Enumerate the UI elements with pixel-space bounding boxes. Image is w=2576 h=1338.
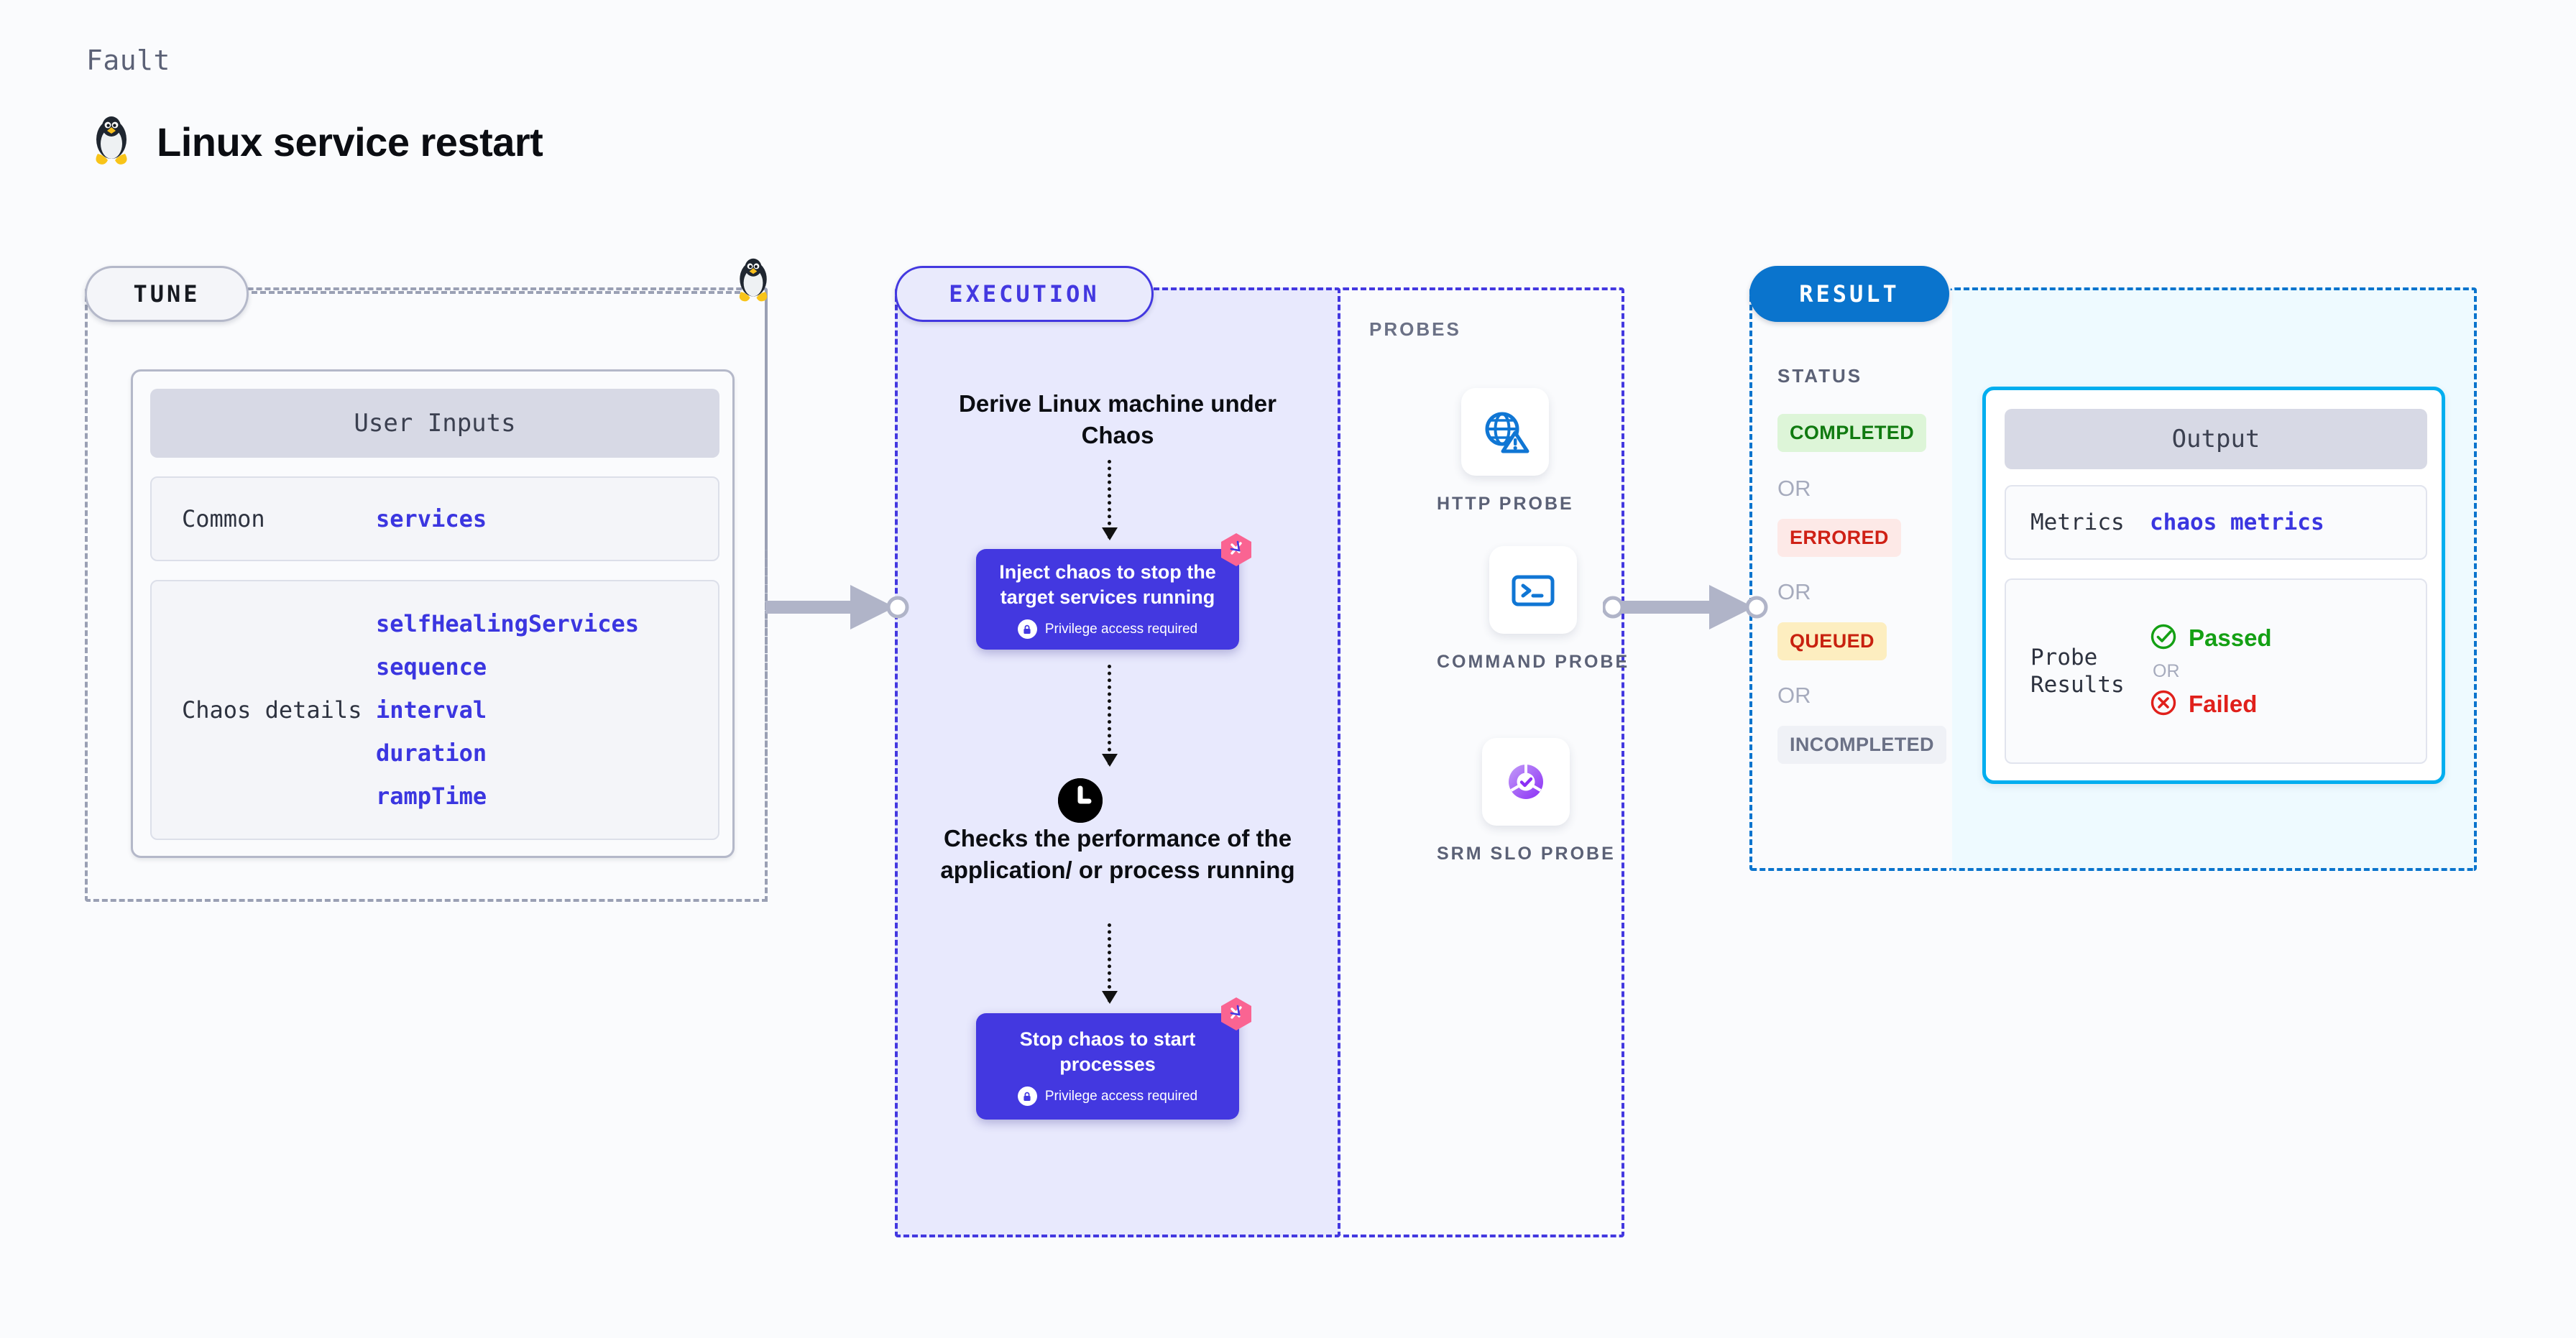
execution-pill[interactable]: EXECUTION <box>895 266 1154 322</box>
flow-arrow-3 <box>1102 923 1118 1004</box>
chaos-tag-icon <box>1218 530 1255 571</box>
terminal-icon <box>1489 546 1578 634</box>
arrow-tune-to-execution <box>758 575 909 643</box>
user-inputs-row-common: Common services <box>150 476 719 561</box>
row-label: Common <box>182 504 265 532</box>
row-label: Metrics <box>2030 509 2125 535</box>
passed-label: Passed <box>2189 624 2272 651</box>
status-or-1: OR <box>1777 476 1811 501</box>
tune-pill[interactable]: TUNE <box>85 266 249 322</box>
row-label: Chaos details <box>182 696 362 724</box>
probes-label: PROBES <box>1369 318 1461 340</box>
tune-right-edge <box>765 291 768 902</box>
input-value-selfhealingservices[interactable]: selfHealingServices <box>376 610 640 637</box>
privilege-note: Privilege access required <box>1017 1086 1198 1107</box>
execution-step-title-1: Derive Linux machine under Chaos <box>959 390 1276 448</box>
output-row-probe-results: Probe Results Passed OR <box>2005 578 2427 764</box>
privilege-text: Privilege access required <box>1044 621 1198 637</box>
input-value-interval[interactable]: interval <box>376 696 487 724</box>
status-section-box <box>1749 287 1952 871</box>
probe-label: SRM SLO PROBE <box>1437 844 1616 864</box>
lock-icon <box>1017 619 1037 640</box>
lock-icon <box>1017 1086 1037 1107</box>
page-eyebrow: Fault <box>86 45 170 76</box>
status-or-2: OR <box>1777 579 1811 604</box>
metrics-value[interactable]: chaos metrics <box>2150 509 2324 535</box>
execution-node-stop-chaos[interactable]: Stop chaos to start processes Privilege … <box>976 997 1251 1120</box>
user-inputs-card: User Inputs Common services Chaos detail… <box>131 369 735 858</box>
linux-penguin-icon <box>89 115 134 168</box>
node-title: Stop chaos to start processes <box>1019 1028 1196 1075</box>
privilege-text: Privilege access required <box>1044 1088 1198 1104</box>
probe-label: HTTP PROBE <box>1437 494 1574 514</box>
node-title: Inject chaos to stop the target services… <box>999 560 1216 608</box>
chaos-tag-icon <box>1218 995 1255 1035</box>
probe-result-passed: Passed <box>2150 623 2272 654</box>
status-or-3: OR <box>1777 683 1811 708</box>
execution-step-title-2: Checks the performance of the applicatio… <box>940 825 1295 883</box>
status-badge-errored: ERRORED <box>1777 519 1901 557</box>
status-label: STATUS <box>1777 365 1863 387</box>
output-title: Output <box>2005 409 2427 469</box>
user-inputs-title: User Inputs <box>150 389 719 458</box>
status-badge-completed: COMPLETED <box>1777 414 1927 452</box>
probe-result-or: OR <box>2153 660 2180 681</box>
privilege-note: Privilege access required <box>1017 619 1198 640</box>
input-value-ramptime[interactable]: rampTime <box>376 783 487 810</box>
probe-label: COMMAND PROBE <box>1437 652 1630 672</box>
input-value-services[interactable]: services <box>376 505 487 532</box>
status-badge-queued: QUEUED <box>1777 622 1887 660</box>
output-row-metrics: Metrics chaos metrics <box>2005 485 2427 560</box>
row-values: services <box>376 505 487 532</box>
execution-node-inject-chaos[interactable]: Inject chaos to stop the target services… <box>976 533 1251 650</box>
probe-srm-slo[interactable]: SRM SLO PROBE <box>1437 738 1616 867</box>
arrow-execution-to-result <box>1601 575 1768 643</box>
probe-command[interactable]: COMMAND PROBE <box>1437 546 1629 675</box>
probe-result-failed: Failed <box>2150 689 2272 720</box>
globe-warning-icon <box>1461 388 1550 476</box>
row-label: Probe Results <box>2030 644 2125 698</box>
input-value-duration[interactable]: duration <box>376 739 487 767</box>
input-value-sequence[interactable]: sequence <box>376 653 487 680</box>
flow-arrow-1 <box>1102 460 1118 540</box>
x-circle-icon <box>2150 689 2177 720</box>
linux-penguin-marker-icon <box>733 257 773 308</box>
status-badge-incompleted: INCOMPLETED <box>1777 726 1946 764</box>
row-values: selfHealingServices sequence interval du… <box>376 610 639 810</box>
tune-connector-line <box>252 291 740 294</box>
output-card: Output Metrics chaos metrics Probe Resul… <box>1982 387 2445 784</box>
probe-result-values: Passed OR Failed <box>2150 623 2272 720</box>
clock-icon <box>1058 778 1103 823</box>
check-circle-icon <box>2150 623 2177 654</box>
probe-http[interactable]: HTTP PROBE <box>1437 388 1574 517</box>
page-title: Linux service restart <box>157 119 543 165</box>
donut-check-icon <box>1482 738 1570 826</box>
user-inputs-row-chaos-details: Chaos details selfHealingServices sequen… <box>150 580 719 840</box>
page-title-row: Linux service restart <box>89 115 543 168</box>
result-pill[interactable]: RESULT <box>1749 266 1949 322</box>
flow-arrow-2 <box>1102 665 1118 767</box>
failed-label: Failed <box>2189 691 2258 717</box>
